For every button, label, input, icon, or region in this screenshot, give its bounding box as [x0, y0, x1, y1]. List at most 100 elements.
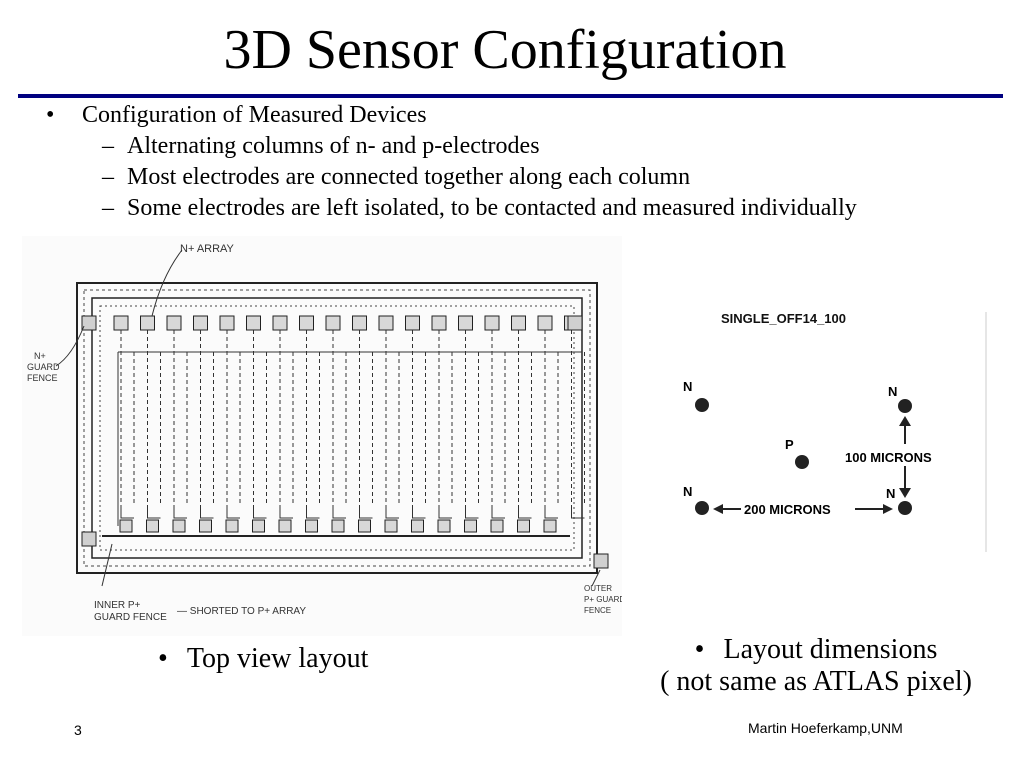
column-link: [544, 506, 558, 519]
column-link: [147, 506, 161, 519]
n-guard-leader: [55, 325, 85, 367]
layout-dimensions-figure: SINGLE_OFF14_100 N N P N N 100 MICRONS 2…: [655, 292, 988, 554]
bottom-pad: [411, 519, 424, 533]
column-link: [359, 506, 373, 519]
column-link: [120, 506, 134, 519]
electrode-pad: [511, 315, 526, 331]
electrode-dot: [695, 398, 709, 412]
outer-guard-label: OUTER: [584, 584, 612, 593]
column-link: [438, 506, 452, 519]
bottom-pad: [464, 519, 477, 533]
electrode-pad: [219, 315, 235, 331]
bottom-pad: [252, 519, 265, 533]
shorted-label: — SHORTED TO P+ ARRAY: [177, 606, 306, 617]
point-label: N: [683, 484, 692, 499]
bottom-pad: [437, 519, 451, 533]
electrode-pad: [484, 315, 500, 331]
inner-guard-leader: [101, 543, 113, 587]
column-link: [385, 506, 399, 519]
corner-pad: [593, 553, 609, 569]
sub-bullet: Alternating columns of n- and p-electrod…: [40, 131, 857, 162]
bottom-pad: [146, 519, 159, 533]
column-link: [412, 506, 426, 519]
electrode-dot: [898, 399, 912, 413]
sub-bullet: Most electrodes are connected together a…: [40, 162, 857, 193]
inner-guard-label: GUARD FENCE: [94, 612, 167, 623]
right-caption-line2: ( not same as ATLAS pixel): [660, 666, 972, 697]
left-caption-text: Top view layout: [186, 643, 369, 674]
arrow-down-icon: [899, 488, 911, 498]
electrode-dot: [898, 501, 912, 515]
left-figure-caption: • Top view layout: [158, 643, 368, 675]
bottom-pad: [119, 519, 133, 533]
right-caption-line1: • Layout dimensions: [694, 634, 938, 665]
arrow-right-icon: [883, 504, 893, 514]
electrode-pad: [193, 315, 208, 331]
electrode-dot: [795, 455, 809, 469]
electrode-pad: [272, 315, 288, 331]
n-guard-label: GUARD: [27, 362, 60, 372]
electrode-pad: [405, 315, 420, 331]
caption-bullet: •: [158, 643, 168, 674]
column-link: [571, 506, 585, 519]
column-link: [306, 506, 320, 519]
bottom-pad: [543, 519, 557, 533]
right-figure-caption: • Layout dimensions ( not same as ATLAS …: [627, 634, 1005, 698]
column-link: [279, 506, 293, 519]
corner-pad: [81, 315, 97, 331]
outer-guard-label: P+ GUARD: [584, 595, 622, 604]
column-link: [491, 506, 505, 519]
inner-guard-label: INNER P+: [94, 600, 141, 611]
bottom-pad: [384, 519, 398, 533]
electrode-pad: [325, 315, 341, 331]
column-link: [173, 506, 187, 519]
column-link: [465, 506, 479, 519]
n-array-leader: [151, 249, 183, 317]
electrode-pad: [537, 315, 553, 331]
point-label: N: [886, 486, 895, 501]
n-array-label: N+ ARRAY: [180, 243, 235, 255]
electrode-pad: [352, 315, 367, 331]
footer-author: Martin Hoeferkamp,UNM: [748, 720, 903, 736]
corner-pad: [81, 531, 97, 547]
arrow-up-icon: [899, 416, 911, 426]
n-guard-label: FENCE: [27, 373, 58, 383]
bottom-pad: [358, 519, 371, 533]
bottom-pad-row: [119, 519, 557, 533]
bottom-pad: [490, 519, 504, 533]
column-link: [200, 506, 214, 519]
page-number: 3: [74, 722, 82, 738]
sub-bullet: Some electrodes are left isolated, to be…: [40, 193, 857, 224]
bottom-pad: [172, 519, 186, 533]
column-link: [332, 506, 346, 519]
point-label: N: [683, 379, 692, 394]
horizontal-dim-label: 200 MICRONS: [744, 502, 831, 517]
bottom-pad: [278, 519, 292, 533]
electrode-pad: [246, 315, 261, 331]
electrode-dot: [695, 501, 709, 515]
electrode-columns: [117, 330, 585, 526]
electrode-pad: [140, 315, 155, 331]
config-heading: SINGLE_OFF14_100: [721, 311, 846, 326]
column-link: [253, 506, 267, 519]
electrode-pad: [458, 315, 473, 331]
bottom-pad: [305, 519, 318, 533]
point-label: P: [785, 437, 794, 452]
point-label: N: [888, 384, 897, 399]
corner-pad: [567, 315, 583, 331]
electrode-pad: [113, 315, 129, 331]
bottom-pad: [225, 519, 239, 533]
column-link: [226, 506, 240, 519]
bottom-pad: [517, 519, 530, 533]
vertical-dim-label: 100 MICRONS: [845, 450, 932, 465]
bullet-main: Configuration of Measured Devices: [40, 100, 857, 131]
outer-guard-leader: [591, 569, 601, 587]
top-view-layout-figure: N+ ARRAY N+ GUARD FENCE INNER P+ GUARD F…: [22, 236, 622, 636]
bottom-pad: [331, 519, 345, 533]
arrow-left-icon: [713, 504, 723, 514]
electrode-pad: [378, 315, 394, 331]
caption-bullet: •: [694, 634, 705, 665]
n-guard-label: N+: [34, 351, 46, 361]
column-link: [518, 506, 532, 519]
slide-title: 3D Sensor Configuration: [223, 19, 787, 81]
